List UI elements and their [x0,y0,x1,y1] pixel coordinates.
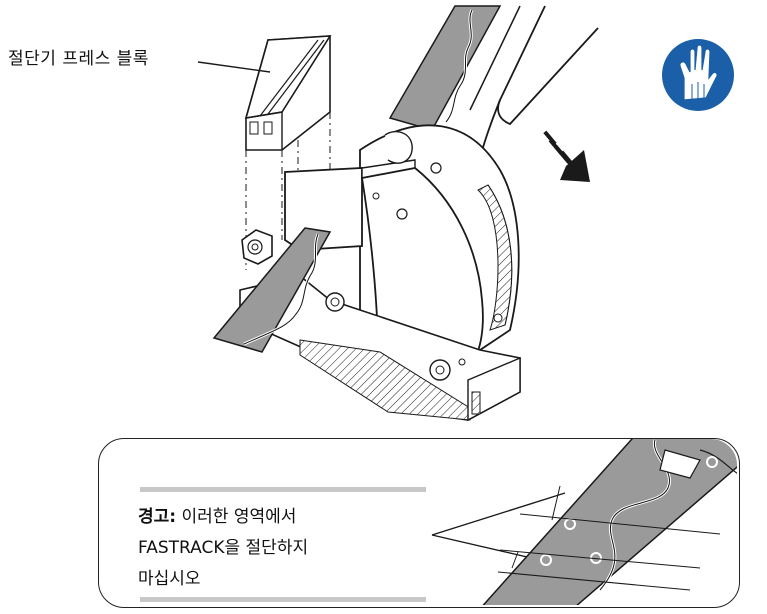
warning-divider-bottom [140,597,426,602]
callout-lines [431,492,566,561]
warning-line-3: 마십시오 [138,569,201,589]
warning-line-2: FASTRACK을 절단하지 [138,538,309,558]
wear-protective-gloves-icon [662,39,734,111]
warning-line-1: 경고: 이러한 영역에서 [138,502,438,533]
warning-callout-box [98,438,740,608]
warning-divider-top [140,487,426,492]
motion-direction-arrow-icon [543,130,590,182]
cutter-block-label: 절단기 프레스 블록 [8,49,149,69]
track-detail-inset [468,439,737,605]
warning-line-1-text: 이러한 영역에서 [176,507,297,527]
track-strip-upper [388,5,502,131]
cutter-body [239,124,521,422]
warning-text: 경고: 이러한 영역에서 FASTRACK을 절단하지 마십시오 [138,502,438,595]
track-strip-lower [212,227,332,353]
label-leader-line [197,61,271,73]
warning-heading: 경고: [138,507,177,527]
press-block [244,35,332,151]
